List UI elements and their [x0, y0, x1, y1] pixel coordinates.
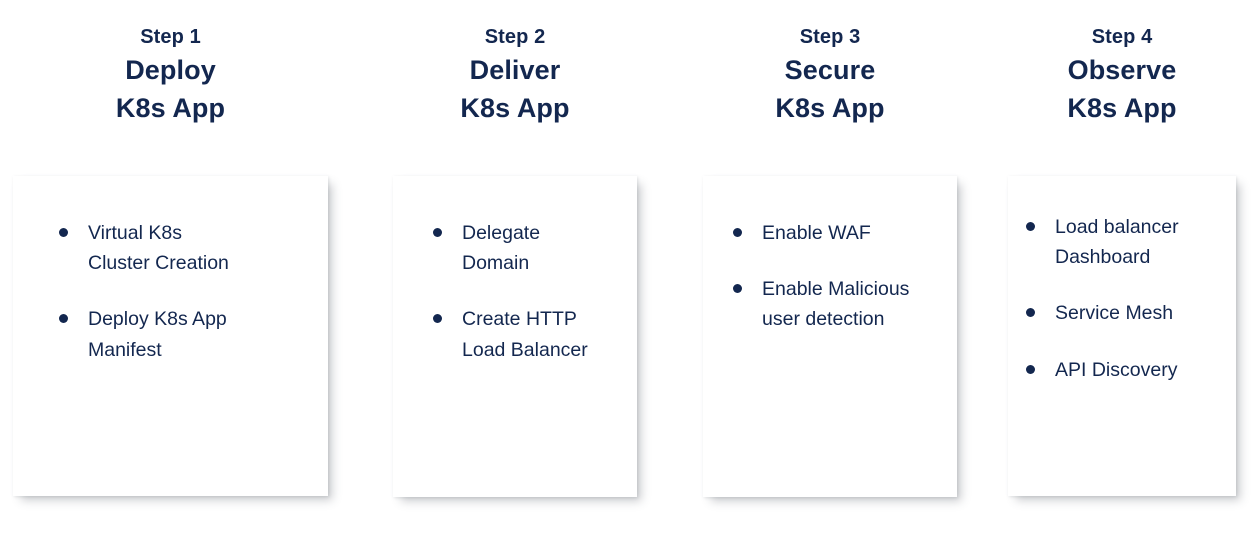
bullet-dot-icon	[733, 284, 742, 294]
bullet-text: Enable WAF	[762, 222, 871, 244]
list-item: Virtual K8s Cluster Creation	[51, 218, 310, 278]
bullet-text: Create HTTP Load Balancer	[462, 308, 588, 361]
step-header-4: Step 4 Observe K8s App	[1008, 24, 1236, 128]
step-card-1: Virtual K8s Cluster Creation Deploy K8s …	[13, 176, 328, 496]
bullet-text: Deploy K8s App Manifest	[88, 308, 227, 361]
step-title-line1-2: Deliver	[469, 55, 561, 85]
list-item: Create HTTP Load Balancer	[425, 304, 623, 364]
step-column-4: Step 4 Observe K8s App Load balancer Das…	[1008, 0, 1236, 496]
list-item: Enable WAF	[725, 218, 949, 248]
step-column-2: Step 2 Deliver K8s App Delegate Domain C…	[393, 0, 637, 497]
bullet-list-3: Enable WAF Enable Malicious user detecti…	[725, 218, 949, 335]
bullet-dot-icon	[1026, 308, 1035, 318]
step-header-1: Step 1 Deploy K8s App	[13, 24, 328, 128]
bullet-list-4: Load balancer Dashboard Service Mesh API…	[1018, 212, 1232, 385]
step-label-1: Step 1	[140, 26, 201, 48]
list-item: Deploy K8s App Manifest	[51, 304, 310, 364]
bullet-text: API Discovery	[1055, 358, 1178, 381]
bullet-dot-icon	[1026, 222, 1035, 231]
step-card-3: Enable WAF Enable Malicious user detecti…	[703, 176, 957, 497]
step-title-line1-4: Observe	[1067, 55, 1177, 85]
bullet-list-1: Virtual K8s Cluster Creation Deploy K8s …	[51, 218, 310, 365]
step-title-line1-3: Secure	[784, 55, 876, 85]
step-column-1: Step 1 Deploy K8s App Virtual K8s Cluste…	[13, 0, 328, 496]
list-item: Service Mesh	[1018, 298, 1232, 328]
bullet-text: Virtual K8s Cluster Creation	[88, 222, 229, 275]
step-title-line2-3: K8s App	[775, 93, 885, 124]
list-item: API Discovery	[1018, 355, 1232, 385]
bullet-dot-icon	[59, 228, 68, 237]
step-label-4: Step 4	[1091, 26, 1153, 48]
bullet-dot-icon	[1026, 364, 1035, 374]
step-label-3: Step 3	[799, 26, 861, 48]
list-item: Delegate Domain	[425, 218, 623, 278]
bullet-text: Delegate Domain	[462, 222, 541, 275]
bullet-text: Load balancer Dashboard	[1055, 216, 1179, 269]
step-card-2: Delegate Domain Create HTTP Load Balance…	[393, 176, 637, 497]
bullet-dot-icon	[433, 228, 442, 237]
bullet-dot-icon	[59, 314, 68, 324]
bullet-dot-icon	[733, 228, 742, 237]
step-card-4: Load balancer Dashboard Service Mesh API…	[1008, 176, 1236, 496]
list-item: Load balancer Dashboard	[1018, 212, 1232, 272]
step-header-2: Step 2 Deliver K8s App	[393, 24, 637, 128]
step-title-line2-4: K8s App	[1067, 93, 1177, 124]
step-title-line2-1: K8s App	[115, 93, 226, 124]
bullet-text: Enable Malicious user detection	[762, 278, 910, 331]
bullet-list-2: Delegate Domain Create HTTP Load Balance…	[425, 218, 623, 365]
step-column-3: Step 3 Secure K8s App Enable WAF Enable …	[703, 0, 957, 497]
step-title-line1-1: Deploy	[125, 55, 216, 85]
bullet-text: Service Mesh	[1055, 302, 1174, 325]
step-header-3: Step 3 Secure K8s App	[703, 24, 957, 128]
step-label-2: Step 2	[484, 26, 546, 48]
list-item: Enable Malicious user detection	[725, 274, 949, 334]
step-title-line2-2: K8s App	[460, 93, 570, 124]
bullet-dot-icon	[433, 314, 442, 324]
